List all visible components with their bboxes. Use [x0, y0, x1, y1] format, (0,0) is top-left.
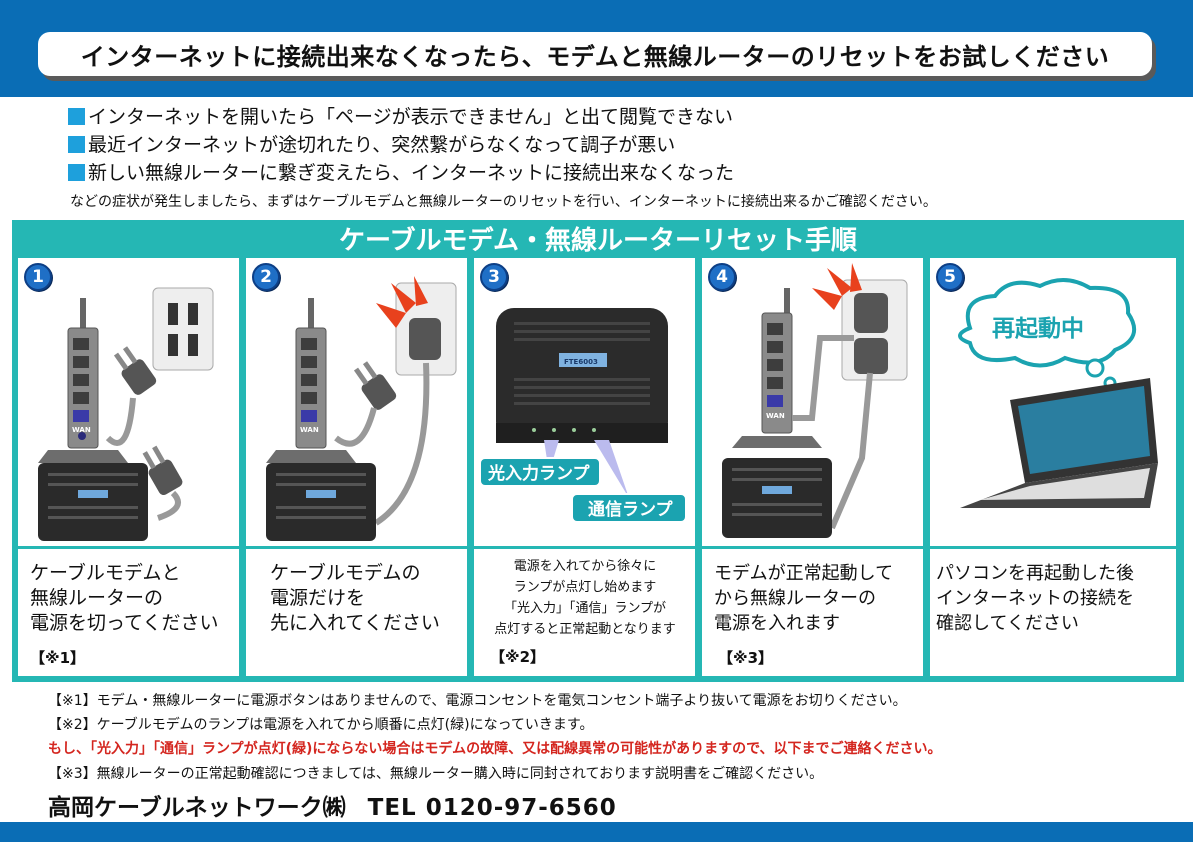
- step-5: 再起動中 5 パソコンを再起動した後インターネットの接続を確認してください: [930, 258, 1176, 676]
- company-contact: 高岡ケーブルネットワーク㈱ TEL 0120-97-6560: [48, 788, 617, 822]
- wan-label: WAN: [300, 426, 319, 434]
- step-3-illustration: FTE6003 光入力ランプ 通信ランプ: [479, 308, 687, 523]
- step-1-illustration: WAN: [38, 287, 214, 541]
- step-3-note: 【※2】: [490, 648, 546, 666]
- step-3-caption: 電源を入れてから徐々にランプが点灯し始めます「光入力」「通信」ランプが点灯すると…: [494, 559, 676, 637]
- banner: インターネットに接続出来なくなったら、モデムと無線ルーターのリセットをお試しくだ…: [38, 32, 1152, 76]
- step-4-illustration: WAN: [722, 263, 908, 538]
- step-divider: [930, 546, 1176, 549]
- step-3: FTE6003 光入力ランプ 通信ランプ 3 電源を入れてから徐々にランプが点灯…: [474, 258, 695, 676]
- step-number-badge: 5: [936, 263, 964, 291]
- step-number-badge: 1: [24, 263, 52, 291]
- step-divider: [474, 546, 695, 549]
- intro-text: などの症状が発生しましたら、まずはケーブルモデムと無線ルーターのリセットを行い、…: [70, 194, 937, 210]
- note-3: 【※3】無線ルーターの正常起動確認につきましては、無線ルーター購入時に同封されて…: [48, 766, 824, 782]
- step-divider: [246, 546, 467, 549]
- bottom-band: [0, 822, 1193, 842]
- step-number-badge: 3: [480, 263, 508, 291]
- phone-number[interactable]: TEL 0120-97-6560: [367, 795, 617, 821]
- lamp-comm-label: 通信ランプ: [588, 499, 673, 520]
- bullet-square-icon: [68, 108, 85, 125]
- procedure-panel: ケーブルモデム・無線ルーターリセット手順 WAN 1 ケーブル: [12, 220, 1184, 682]
- company-name: 高岡ケーブルネットワーク㈱: [48, 795, 346, 821]
- procedure-title: ケーブルモデム・無線ルーターリセット手順: [339, 226, 857, 256]
- note-2: 【※2】ケーブルモデムのランプは電源を入れてから順番に点灯(緑)になっていきます…: [48, 717, 594, 733]
- step-divider: [702, 546, 923, 549]
- rebooting-label: 再起動中: [992, 316, 1084, 342]
- step-divider: [18, 546, 239, 549]
- step-2-illustration: WAN: [266, 276, 457, 541]
- step-4: WAN 4 モデムが正常起動してから無線ルーターの電源を入れます 【※3】: [702, 258, 923, 676]
- step-5-illustration: 再起動中: [958, 278, 1158, 508]
- note-1: 【※1】モデム・無線ルーターに電源ボタンはありませんので、電源コンセントを電気コ…: [48, 693, 907, 709]
- step-number-badge: 4: [708, 263, 736, 291]
- step-5-caption: パソコンを再起動した後インターネットの接続を確認してください: [936, 563, 1134, 634]
- note-2-warning: もし、「光入力」「通信」ランプが点灯(緑)にならない場合はモデムの故障、又は配線…: [48, 741, 942, 757]
- modem-brand-label: FTE6003: [564, 358, 598, 366]
- symptom-item: 最近インターネットが途切れたり、突然繋がらなくなって調子が悪い: [68, 133, 675, 157]
- step-1-note: 【※1】: [30, 649, 86, 667]
- step-4-note: 【※3】: [718, 649, 774, 667]
- step-1: WAN 1 ケーブルモデムと無線ルーターの電源を切ってください 【※1】: [18, 258, 239, 676]
- lamp-optical-label: 光入力ランプ: [487, 463, 590, 484]
- step-number-badge: 2: [252, 263, 280, 291]
- wan-label: WAN: [766, 412, 785, 420]
- wan-label: WAN: [72, 426, 91, 434]
- symptom-item: インターネットを開いたら「ページが表示できません」と出て閲覧できない: [68, 105, 733, 129]
- step-4-caption: モデムが正常起動してから無線ルーターの電源を入れます: [714, 563, 894, 634]
- step-1-caption: ケーブルモデムと無線ルーターの電源を切ってください: [30, 562, 219, 634]
- banner-title: インターネットに接続出来なくなったら、モデムと無線ルーターのリセットをお試しくだ…: [80, 42, 1110, 71]
- step-2-caption: ケーブルモデムの電源だけを先に入れてください: [270, 562, 440, 634]
- bullet-square-icon: [68, 164, 85, 181]
- symptom-item: 新しい無線ルーターに繋ぎ変えたら、インターネットに接続出来なくなった: [68, 161, 734, 185]
- step-2: WAN 2 ケーブルモデムの電源だけを先に入れてください: [246, 258, 467, 676]
- bullet-square-icon: [68, 136, 85, 153]
